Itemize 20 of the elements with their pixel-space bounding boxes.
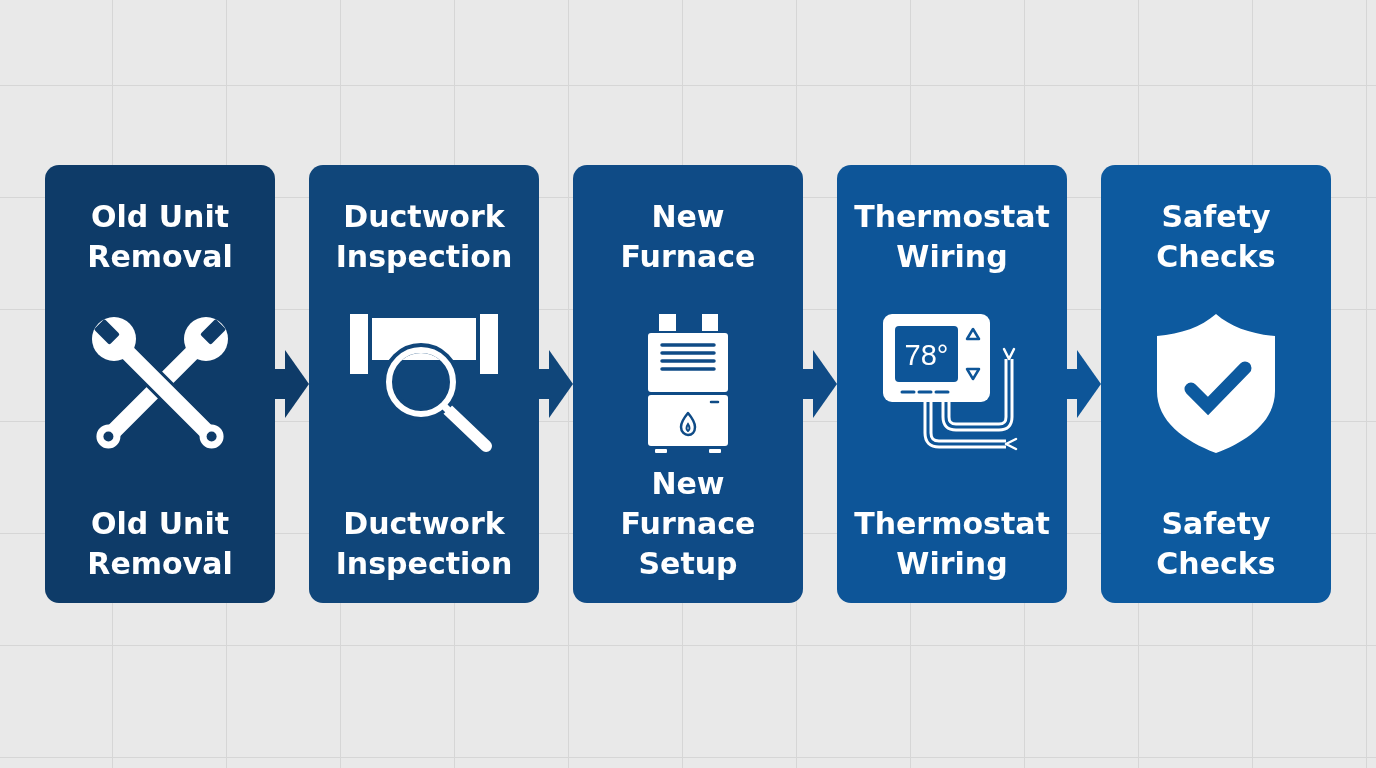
step-card (1101, 165, 1331, 603)
step-caption: Ductwork Inspection (335, 506, 513, 581)
step-caption: Safety Checks (1156, 506, 1276, 581)
step-card (573, 165, 803, 603)
step-card (837, 165, 1067, 603)
flow-arrow (275, 350, 309, 418)
step-caption: Thermostat Wiring (854, 506, 1050, 581)
step-card (309, 165, 539, 603)
step-card (45, 165, 275, 603)
step-title: Thermostat Wiring (854, 199, 1050, 274)
step-caption: Old Unit Removal (87, 506, 233, 581)
temperature-reading: 78° (904, 340, 949, 370)
step-title: New Furnace (620, 199, 756, 274)
flow-arrow (1067, 350, 1101, 418)
flow-arrow (539, 350, 573, 418)
step-title: Old Unit Removal (87, 199, 233, 274)
step-title: Ductwork Inspection (335, 199, 513, 274)
step-caption: New Furnace Setup (620, 466, 756, 581)
flow-arrow (803, 350, 837, 418)
step-title: Safety Checks (1156, 199, 1276, 274)
